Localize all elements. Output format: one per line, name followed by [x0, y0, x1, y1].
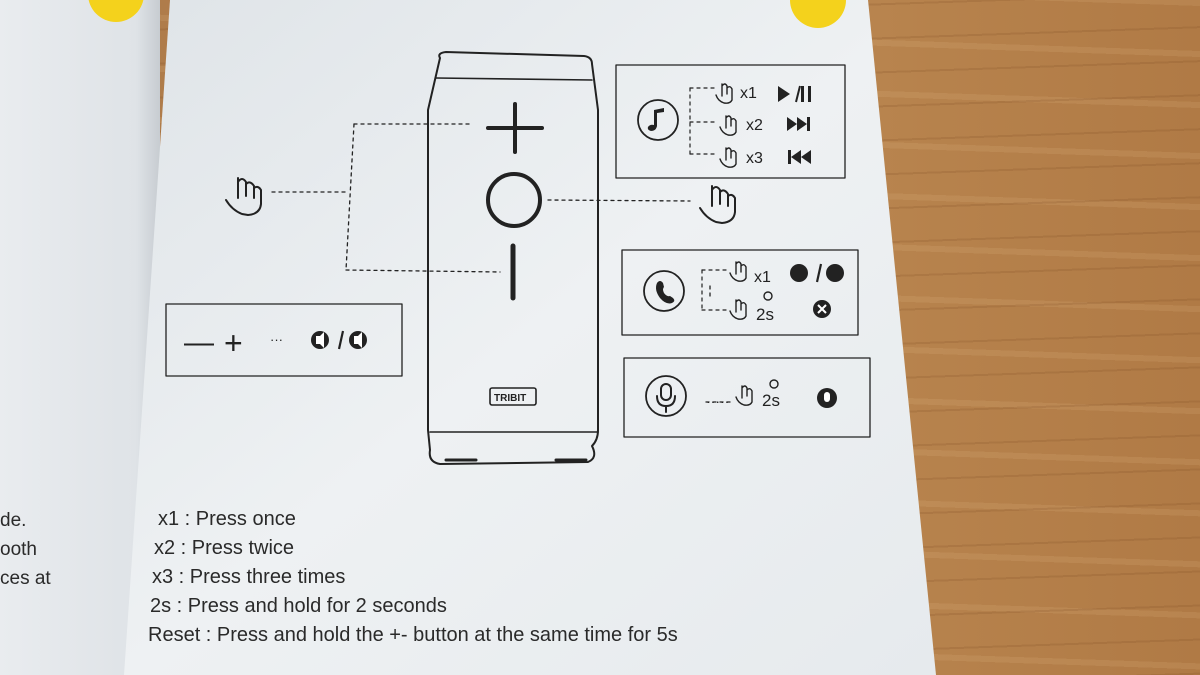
right-manual-page — [124, 0, 936, 675]
volume-dots: ··· — [270, 332, 283, 347]
voice-assistant-panel — [623, 357, 871, 438]
left-fragment-4: ces at — [0, 568, 51, 589]
legend-reset: Reset : Press and hold the +- button at … — [148, 624, 678, 646]
volume-plus: + — [224, 325, 243, 361]
phone-icon — [643, 270, 685, 312]
music-row-2-press: x2 — [746, 117, 763, 134]
hand-icon-voice-2s — [735, 385, 753, 406]
hand-icon-x1 — [715, 83, 733, 104]
press-hand-icon-right — [699, 185, 736, 224]
volume-minus: — — [184, 326, 214, 359]
left-fragment-2: ooth — [0, 539, 37, 560]
power-multifunction-button — [486, 172, 542, 228]
page-number-badge-left — [88, 0, 144, 22]
call-row-2-press: 2s — [756, 305, 774, 324]
microphone-icon — [645, 375, 687, 417]
press-legend: x1 : Press once x2 : Press twice x3 : Pr… — [148, 505, 678, 650]
hand-icon-x3 — [719, 147, 737, 168]
answer-hangup-icon — [790, 264, 808, 282]
volume-controls-panel — [165, 303, 403, 377]
left-fragment-1: de. — [0, 510, 27, 531]
music-controls-panel — [615, 64, 846, 179]
voice-press: 2s — [762, 391, 780, 410]
left-page-text-fragments: de. ooth ces at — [0, 506, 51, 593]
previous-track-icon — [788, 150, 791, 164]
speaker-illustration — [427, 51, 599, 465]
hand-icon-x2 — [719, 115, 737, 136]
legend-x2: x2 : Press twice — [154, 537, 295, 559]
timer-icon-call — [763, 291, 773, 301]
phone-glyph — [656, 281, 675, 304]
next-track-icon — [787, 117, 797, 131]
music-note-glyph — [647, 108, 664, 131]
legend-2s: 2s : Press and hold for 2 seconds — [150, 595, 447, 617]
music-row-3-press: x3 — [746, 150, 763, 167]
voice-dots: ····· — [706, 393, 729, 409]
call-row-1-press: x1 — [754, 269, 771, 286]
brand-logo: TRIBIT — [494, 393, 526, 404]
legend-x1: x1 : Press once — [158, 508, 296, 530]
legend-x3: x3 : Press three times — [152, 566, 346, 588]
hand-icon-call-2s — [729, 299, 747, 320]
timer-icon-voice — [769, 379, 779, 389]
call-controls-panel — [621, 249, 859, 336]
music-row-1-press: x1 — [740, 85, 757, 102]
hand-icon-call-x1 — [729, 261, 747, 282]
music-note-icon — [637, 99, 679, 141]
play-pause-icon — [778, 86, 790, 102]
page-number-badge-right — [790, 0, 846, 28]
press-hand-icon-left — [225, 177, 262, 216]
